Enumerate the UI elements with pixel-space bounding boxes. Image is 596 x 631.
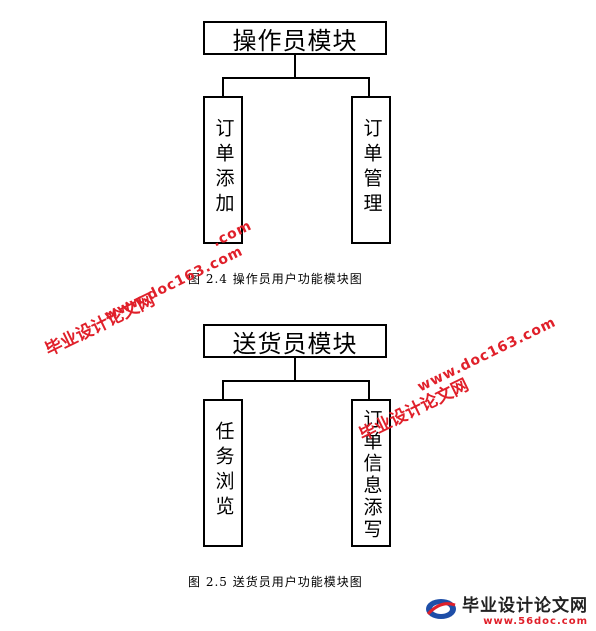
logo-title: 毕业设计论文网 [462, 596, 588, 616]
task-browse-box: 任务浏览 [203, 399, 243, 547]
connector-line [222, 77, 370, 79]
connector-line [294, 358, 296, 381]
task-browse-label: 任务浏览 [212, 421, 235, 521]
logo-icon [424, 596, 458, 622]
order-manage-box: 订单管理 [351, 96, 391, 244]
delivery-module-title: 送货员模块 [232, 329, 358, 358]
watermark: www.doc163.com [415, 314, 559, 395]
order-info-fill-box: 订单信息添写 [351, 399, 391, 547]
connector-line [368, 77, 370, 97]
connector-line [368, 380, 370, 400]
connector-line [222, 380, 370, 382]
watermark-url: www.doc163.com [415, 314, 559, 396]
delivery-module-box: 送货员模块 [203, 324, 387, 358]
connector-line [294, 55, 296, 78]
order-add-label: 订单添加 [212, 118, 235, 218]
logo-url: www.56doc.com [483, 616, 588, 627]
operator-module-box: 操作员模块 [203, 21, 387, 55]
site-logo: 毕业设计论文网 www.56doc.com [424, 591, 588, 627]
connector-line [222, 77, 224, 97]
operator-module-title: 操作员模块 [232, 26, 358, 55]
figure-caption-2-4: 图 2.4 操作员用户功能模块图 [188, 272, 363, 286]
figure-caption-2-5: 图 2.5 送货员用户功能模块图 [188, 575, 363, 589]
order-manage-label: 订单管理 [360, 118, 383, 218]
order-info-fill-label: 订单信息添写 [360, 409, 383, 541]
connector-line [222, 380, 224, 400]
order-add-box: 订单添加 [203, 96, 243, 244]
